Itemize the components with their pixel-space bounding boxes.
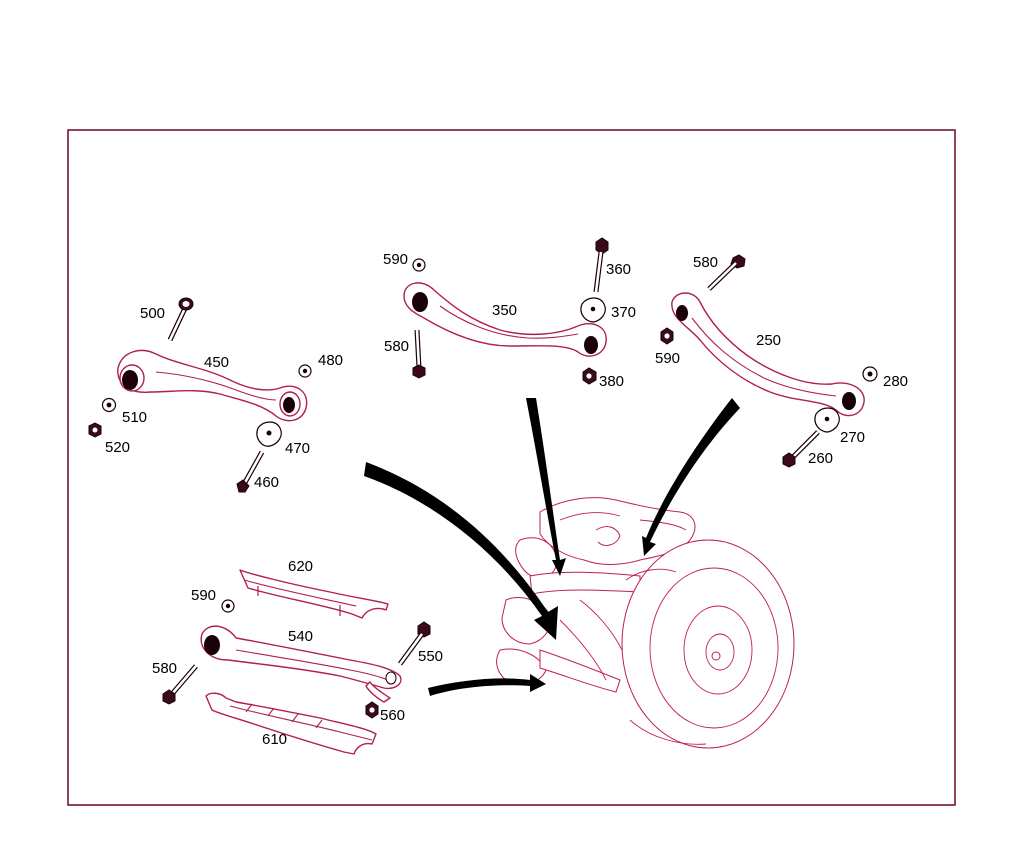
control-arm-350-group: 590 580 350 360 370 380 [383, 237, 636, 390]
nut-590-right [660, 327, 674, 345]
nut-380 [582, 367, 597, 385]
label-250: 250 [756, 332, 781, 349]
label-280: 280 [883, 373, 908, 390]
arrow-from-540 [428, 674, 546, 696]
label-580-middle: 580 [384, 338, 409, 355]
bolt-260 [782, 430, 820, 468]
label-540: 540 [288, 628, 313, 645]
arrow-from-250 [642, 398, 740, 556]
cover-620 [239, 569, 389, 619]
label-510: 510 [122, 409, 147, 426]
label-520: 520 [105, 439, 130, 456]
arrow-from-350 [526, 398, 566, 576]
control-arm-350 [403, 282, 607, 357]
bolt-460 [236, 450, 265, 493]
wheel-carrier-assembly [496, 497, 795, 749]
diagram-frame [67, 129, 956, 806]
lower-arm-group: 620 590 540 550 580 560 610 [152, 558, 443, 755]
label-450: 450 [204, 354, 229, 371]
label-580-right: 580 [693, 254, 718, 271]
label-480: 480 [318, 352, 343, 369]
nut-560 [365, 701, 379, 719]
label-620: 620 [288, 558, 313, 575]
bolt-360 [593, 237, 609, 293]
control-arm-450-group: 500 450 480 510 520 470 460 [88, 297, 343, 493]
label-500: 500 [140, 305, 165, 322]
brake-disc [621, 539, 795, 749]
pointer-arrows [364, 398, 740, 696]
label-380: 380 [599, 373, 624, 390]
bolt-580-right [707, 254, 746, 291]
label-360: 360 [606, 261, 631, 278]
control-arm-250-group: 580 590 250 280 270 260 [655, 254, 908, 468]
bolt-580-middle [412, 329, 426, 379]
label-270: 270 [840, 429, 865, 446]
label-580-lower: 580 [152, 660, 177, 677]
bolt-580-lower [162, 664, 198, 705]
label-550: 550 [418, 648, 443, 665]
label-590-right: 590 [655, 350, 680, 367]
cover-610 [205, 692, 377, 755]
label-260: 260 [808, 450, 833, 467]
bolt-500 [167, 297, 194, 342]
label-470: 470 [285, 440, 310, 457]
control-arm-250 [671, 292, 865, 417]
nut-520 [88, 422, 102, 438]
label-590-top: 590 [383, 251, 408, 268]
control-arm-450 [117, 349, 308, 422]
label-370: 370 [611, 304, 636, 321]
label-350: 350 [492, 302, 517, 319]
arrow-from-450 [364, 462, 558, 640]
label-590-lower: 590 [191, 587, 216, 604]
control-arm-540 [200, 625, 402, 690]
label-610: 610 [262, 731, 287, 748]
label-560: 560 [380, 707, 405, 724]
bolt-550 [397, 621, 431, 666]
label-460: 460 [254, 474, 279, 491]
